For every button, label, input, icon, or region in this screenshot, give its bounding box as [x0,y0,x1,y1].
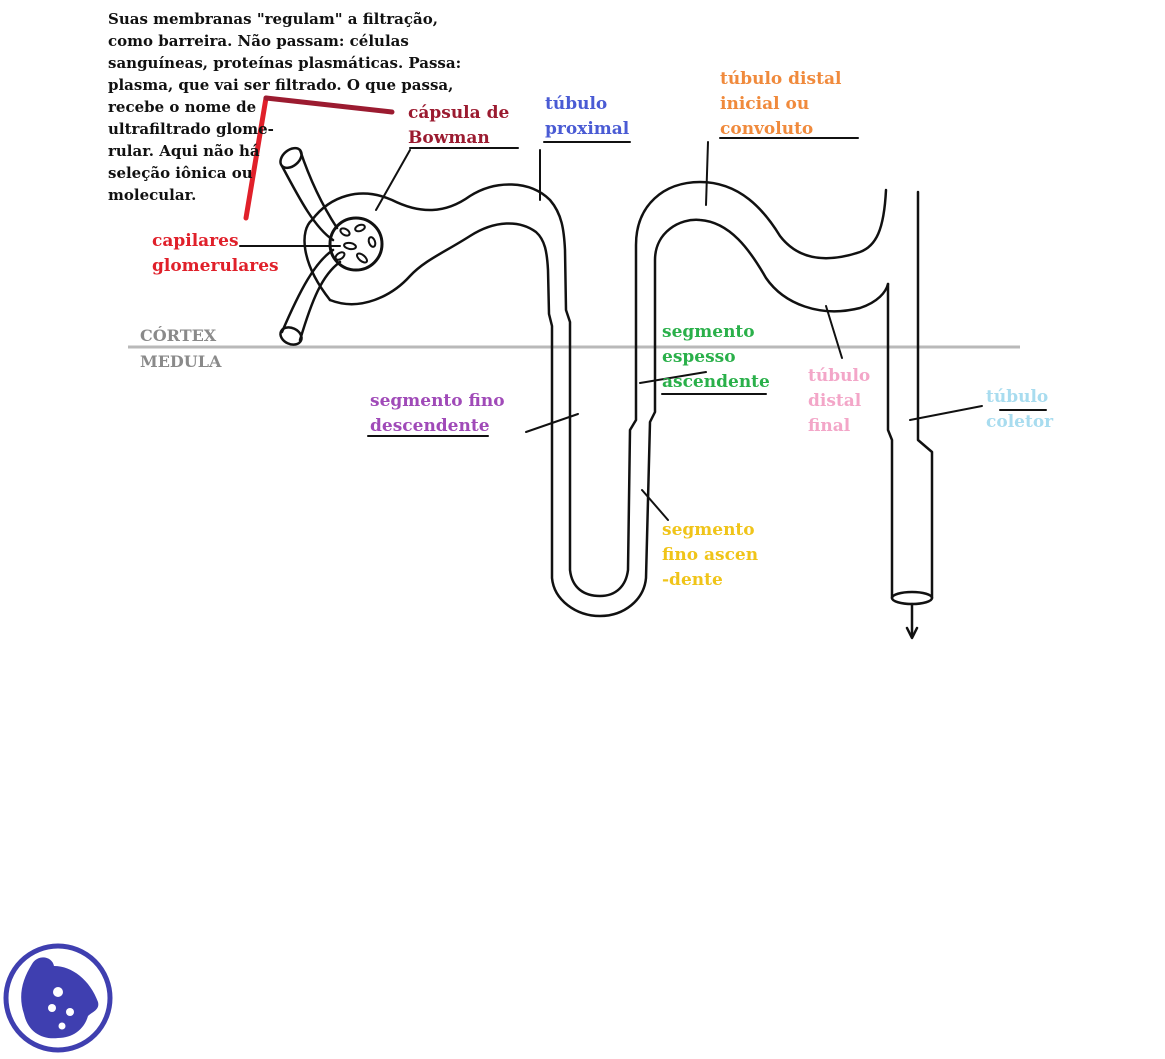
label-medula: MEDULA [140,352,222,371]
label-segmento-fino-descendente: segmento fino descendente [370,391,505,436]
note-callout [243,95,395,221]
pointer-lines [239,137,1047,521]
label-capsula-bowman: cápsula de Bowman [408,103,510,148]
label-tubulo-proximal: túbulo proximal [545,94,630,139]
nephron-tubule [303,180,934,640]
label-tubulo-coletor: túbulo coletor [986,387,1054,432]
filtration-note: Suas membranas "regulam" a filtração, co… [108,10,462,204]
label-capilares-glomerulares: capilares glomerulares [152,231,279,276]
glomerulus [328,216,384,272]
arterioles [279,146,342,346]
label-segmento-fino-ascendente: segmento fino ascen -dente [662,520,759,590]
label-segmento-espesso-ascendente: segmento espesso ascendente [662,322,770,392]
label-tubulo-distal-inicial: túbulo distal inicial ou convoluto [720,69,842,139]
mascot-logo-icon [3,943,113,1053]
label-cortex: CÓRTEX [140,326,217,345]
label-tubulo-distal-final: túbulo distal final [808,366,871,436]
